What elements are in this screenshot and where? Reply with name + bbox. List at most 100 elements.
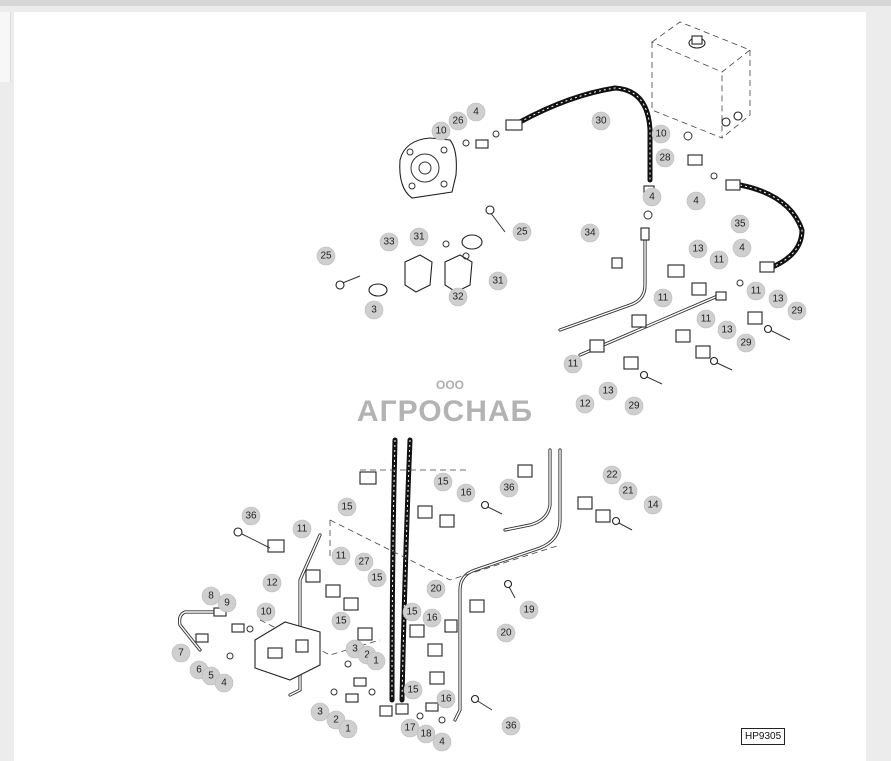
callout-4: 4 [732,238,752,258]
callout-31: 31 [409,227,429,247]
callout-25: 25 [316,246,336,266]
hydraulic-hoses [389,85,805,703]
callout-bubble [499,478,519,498]
top-bar [0,0,891,6]
callout-bubble [598,381,618,401]
callout-bubble [379,232,399,252]
callout-9: 9 [217,593,237,613]
callout-bubble [602,465,622,485]
callout-number: 29 [740,338,752,349]
callout-number: 15 [335,616,347,627]
callout-15: 15 [433,472,453,492]
callout-11: 11 [696,309,716,329]
callout-number: 16 [460,488,472,499]
callout-bubble [746,281,766,301]
callout-bubble [338,719,358,739]
callout-bubble [402,602,422,622]
callout-bubble [730,214,750,234]
callout-8: 8 [201,586,221,606]
callout-bubble [433,472,453,492]
callout-bubble [501,716,521,736]
callout-12: 12 [575,394,595,414]
callout-30: 30 [591,111,611,131]
callout-number: 20 [500,628,512,639]
callout-bubble [456,483,476,503]
callout-29: 29 [787,301,807,321]
callout-number: 34 [584,228,596,239]
callout-number: 16 [440,694,452,705]
callout-bubble [717,320,737,340]
callout-number: 33 [383,237,395,248]
callout-25: 25 [512,222,532,242]
callout-number: 17 [404,723,416,734]
callout-number: 25 [516,227,528,238]
callout-bubble [655,148,675,168]
callout-1: 1 [338,719,358,739]
callout-number: 31 [492,276,504,287]
callout-36: 36 [241,506,261,526]
callout-bubble [466,102,486,122]
callout-number: 35 [734,219,746,230]
callout-21: 21 [618,481,638,501]
callout-number: 3 [317,707,323,718]
callout-bubble [709,250,729,270]
callout-bubble [686,191,706,211]
callout-bubble [519,600,539,620]
callout-number: 15 [371,573,383,584]
callout-number: 10 [435,126,447,137]
callout-bubble [580,223,600,243]
callout-bubble [214,673,234,693]
callout-number: 3 [371,305,377,316]
callout-number: 21 [622,486,634,497]
callout-number: 2 [333,715,339,726]
callout-11: 11 [331,546,351,566]
callout-bubble [217,593,237,613]
callout-bubble [431,121,451,141]
callout-33: 33 [379,232,399,252]
callout-bubble [563,354,583,374]
callout-bubble [512,222,532,242]
callout-bubble [618,481,638,501]
callout-number: 1 [373,656,379,667]
callout-bubble [436,689,456,709]
watermark-prefix: ООО [435,378,464,392]
callout-12: 12 [262,573,282,593]
callout-36: 36 [499,478,519,498]
callout-number: 29 [628,401,640,412]
callout-number: 5 [208,671,214,682]
callout-28: 28 [655,148,675,168]
callout-number: 11 [568,359,579,370]
callout-10: 10 [651,124,671,144]
callout-29: 29 [624,396,644,416]
callout-number: 19 [523,605,535,616]
callout-number: 15 [406,607,418,618]
callout-bubble [448,111,468,131]
callout-number: 11 [714,255,725,266]
callout-bubble [403,680,423,700]
callout-number: 1 [345,724,351,735]
callout-22: 22 [602,465,622,485]
callout-1: 1 [366,651,386,671]
callout-10: 10 [256,602,276,622]
callout-bubble [354,552,374,572]
callout-number: 12 [579,399,591,410]
callout-bubble [171,643,191,663]
callout-number: 25 [320,251,332,262]
drawing-code: HP9305 [741,728,786,745]
callout-number: 20 [430,584,442,595]
callout-number: 15 [437,477,449,488]
callout-bubble [432,732,452,752]
callout-number: 9 [224,598,230,609]
callout-35: 35 [730,214,750,234]
callout-number: 2 [364,650,370,661]
pump-body [399,137,457,199]
callout-4: 4 [686,191,706,211]
callout-number: 11 [701,314,712,325]
callout-4: 4 [432,732,452,752]
callout-bubble [367,568,387,588]
callout-bubble [409,227,429,247]
callout-number: 15 [407,685,419,696]
callout-11: 11 [709,250,729,270]
callout-3: 3 [310,702,330,722]
